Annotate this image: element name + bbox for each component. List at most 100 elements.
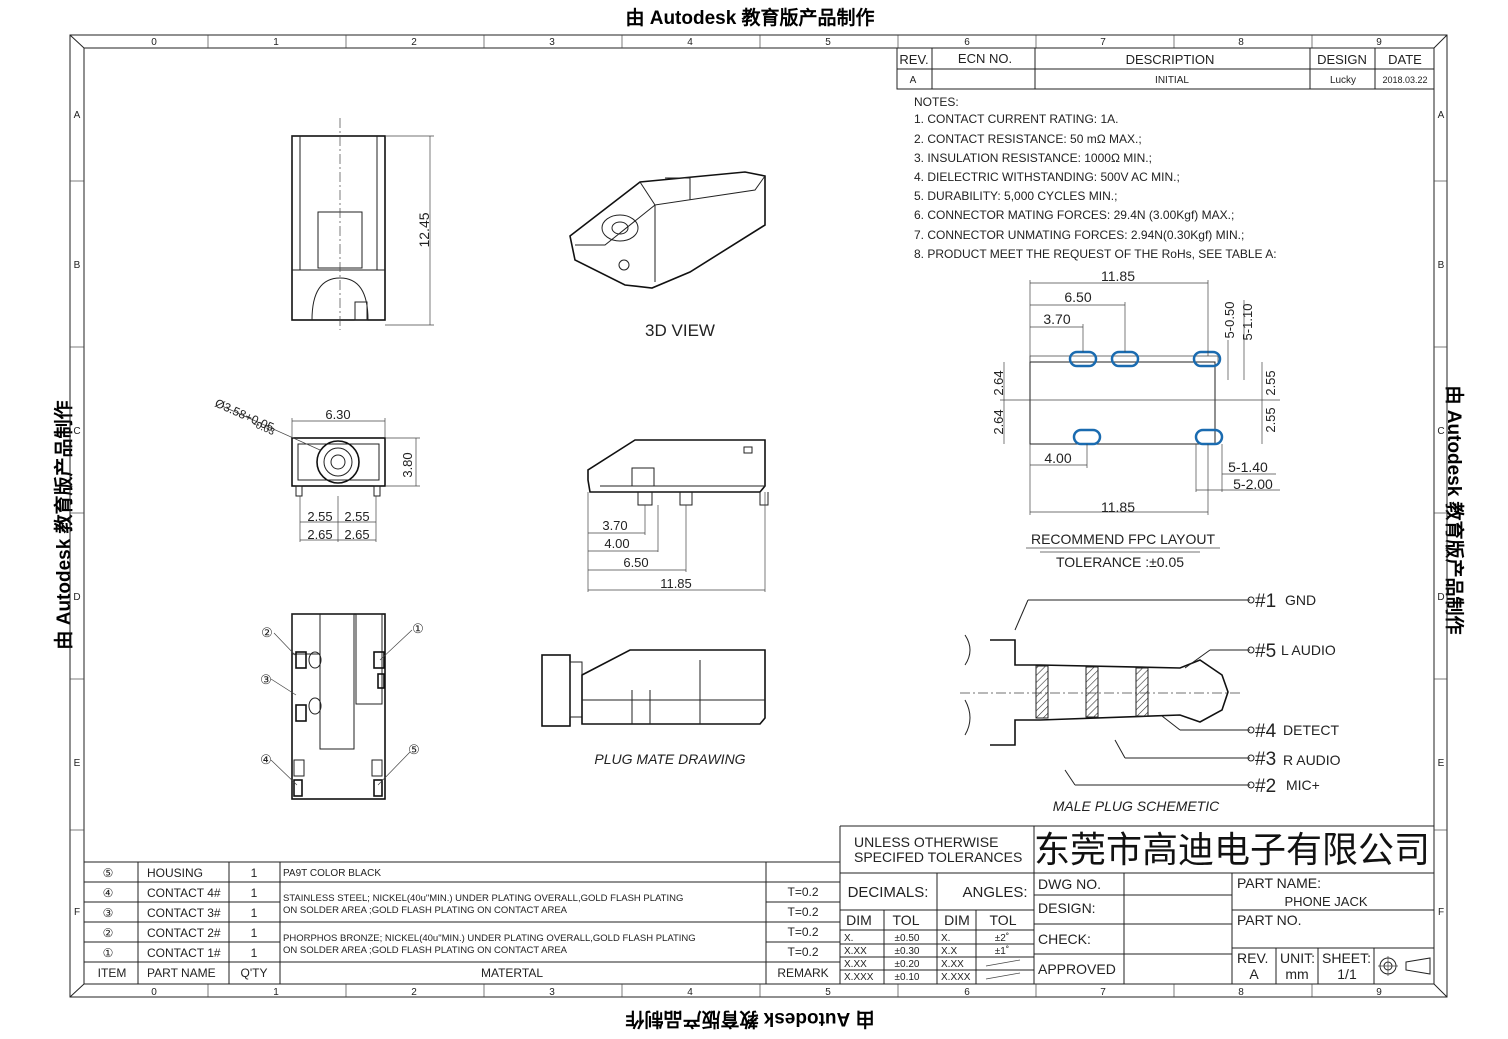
balloon-2: ② [261, 625, 273, 640]
part-no-label: PART NO. [1237, 912, 1302, 928]
male-plug-schematic: #1 GND #5 L AUDIO #4 DETECT #3 R AUDIO #… [960, 591, 1341, 814]
tol-angles: ANGLES: [962, 884, 1027, 901]
bom-row2-name: CONTACT 2# [147, 926, 221, 940]
note-2: 2. CONTACT RESISTANCE: 50 mΩ MAX.; [914, 132, 1142, 146]
company-name: 东莞市高迪电子有限公司 [1034, 830, 1430, 871]
note-1: 1. CONTACT CURRENT RATING: 1A. [914, 112, 1118, 126]
dim-255-right: 2.55 [344, 509, 369, 524]
bom-row5-item: ⑤ [103, 866, 114, 880]
sheet-label: SHEET: [1322, 950, 1371, 966]
bom-table: ⑤ HOUSING 1 PA9T COLOR BLACK ④ CONTACT 4… [84, 826, 841, 984]
zone-5: 5 [825, 37, 831, 48]
description-value: INITIAL [1155, 75, 1189, 86]
note-5: 5. DURABILITY: 5,000 CYCLES MIN.; [914, 189, 1117, 203]
date-value: 2018.03.22 [1382, 75, 1427, 85]
bottom-view: ① ② ③ ④ ⑤ [260, 613, 424, 800]
bom-material-steel-2: ON SOLDER AREA ;GOLD FLASH PLATING ON CO… [283, 905, 568, 916]
bom-row5-name: HOUSING [147, 866, 203, 880]
dim-255-left: 2.55 [307, 509, 332, 524]
part-name-label: PART NAME: [1237, 875, 1321, 891]
bom-row5-material: PA9T COLOR BLACK [283, 868, 381, 879]
tol-r1-dim: X. [844, 933, 853, 944]
tol-tol-header: TOL [893, 912, 920, 928]
pin-4-number: #4 [1255, 721, 1277, 742]
fpc-dim-050: 5-0.50 [1222, 302, 1237, 339]
fpc-dim-bottom-1185: 11.85 [1101, 499, 1135, 515]
bom-header-item: ITEM [98, 966, 127, 980]
zone-6-bottom: 6 [964, 987, 970, 998]
zone-6: 6 [964, 37, 970, 48]
fpc-dim-370: 3.70 [1043, 311, 1070, 327]
plug-mate-view: PLUG MATE DRAWING [541, 649, 766, 767]
dim-side-370: 3.70 [602, 518, 627, 533]
zone-e: E [74, 758, 81, 769]
zone-0: 0 [151, 37, 157, 48]
fpc-dim-110: 5-1.10 [1240, 304, 1255, 341]
zone-b-right: B [1438, 260, 1445, 271]
tol-r4-adim: X.XXX [941, 972, 971, 983]
date-header: DATE [1388, 52, 1422, 67]
dim-front-height: 3.80 [400, 452, 415, 477]
watermark-left: 由 Autodesk 教育版产品制作 [52, 400, 75, 649]
design-header: DESIGN [1317, 52, 1367, 67]
bom-header-material: MATERTAL [481, 966, 543, 980]
bom-header-qty: Q'TY [241, 966, 268, 980]
tol-r3-adim: X.XX [941, 959, 964, 970]
pin-3-label: R AUDIO [1283, 752, 1341, 768]
fpc-tolerance: TOLERANCE :±0.05 [1056, 554, 1184, 570]
note-7: 7. CONNECTOR UNMATING FORCES: 2.94N(0.30… [914, 228, 1244, 242]
tol-title-2: SPECIFED TOLERANCES [854, 849, 1022, 865]
tol-r2-tol: ±0.30 [895, 946, 920, 957]
dim-265-right: 2.65 [344, 527, 369, 542]
note-3: 3. INSULATION RESISTANCE: 1000Ω MIN.; [914, 151, 1152, 165]
rev-header: REV. [899, 52, 928, 67]
notes-block: NOTES: 1. CONTACT CURRENT RATING: 1A. 2.… [914, 95, 1277, 261]
bom-material-steel-1: STAINLESS STEEL; NICKEL(40u"MIN.) UNDER … [283, 893, 683, 904]
bom-row5-qty: 1 [251, 866, 258, 880]
fpc-dim-140: 5-1.40 [1228, 459, 1268, 475]
zone-8: 8 [1238, 37, 1244, 48]
tol-title-1: UNLESS OTHERWISE [854, 834, 998, 850]
label-3d-view: 3D VIEW [645, 321, 715, 340]
check-label: CHECK: [1038, 931, 1091, 947]
tol-r4-dim: X.XXX [844, 972, 874, 983]
bom-row3-remark: T=0.2 [787, 905, 818, 919]
balloon-1: ① [412, 621, 424, 636]
balloon-3: ③ [260, 672, 272, 687]
label-male-plug: MALE PLUG SCHEMETIC [1053, 798, 1220, 814]
tol-angle-tol-header: TOL [990, 912, 1017, 928]
fpc-dim-650: 6.50 [1064, 289, 1091, 305]
fpc-layout: 11.85 6.50 3.70 5-0.50 5-1.10 2.64 2.64 … [991, 268, 1280, 570]
zone-5-bottom: 5 [825, 987, 831, 998]
bom-row4-name: CONTACT 4# [147, 886, 221, 900]
zone-3-bottom: 3 [549, 987, 555, 998]
tol-decimals: DECIMALS: [848, 884, 929, 901]
title-block: 东莞市高迪电子有限公司 DWG NO. DESIGN: CHECK: APPRO… [1034, 830, 1434, 984]
fpc-dim-255-bottom: 2.55 [1263, 407, 1278, 432]
zone-f-right: F [1438, 907, 1444, 918]
pin-4-label: DETECT [1283, 722, 1339, 738]
bom-row3-qty: 1 [251, 906, 258, 920]
watermark-bottom: 由 Autodesk 教育版产品制作 [625, 1008, 874, 1031]
zone-a-right: A [1438, 110, 1445, 121]
dwg-no-label: DWG NO. [1038, 876, 1101, 892]
bom-row3-name: CONTACT 3# [147, 906, 221, 920]
zone-d: D [73, 592, 80, 603]
bom-row2-qty: 1 [251, 926, 258, 940]
fpc-dim-200: 5-2.00 [1233, 476, 1273, 492]
dim-side-400: 4.00 [604, 536, 629, 551]
pin-1-label: GND [1285, 592, 1316, 608]
side-view: 3.70 4.00 6.50 11.85 [587, 439, 769, 592]
tol-r2-atol: ±1˚ [995, 945, 1009, 957]
design-value: Lucky [1330, 75, 1356, 86]
bom-row4-qty: 1 [251, 886, 258, 900]
zone-a: A [74, 110, 81, 121]
tol-r1-atol: ±2˚ [995, 932, 1009, 944]
zone-7-bottom: 7 [1100, 987, 1106, 998]
zone-4-bottom: 4 [687, 987, 693, 998]
ecn-header: ECN NO. [958, 51, 1012, 66]
bom-row1-name: CONTACT 1# [147, 946, 221, 960]
zone-1: 1 [273, 37, 279, 48]
revision-table: REV. ECN NO. DESCRIPTION DESIGN DATE A I… [896, 47, 1435, 90]
